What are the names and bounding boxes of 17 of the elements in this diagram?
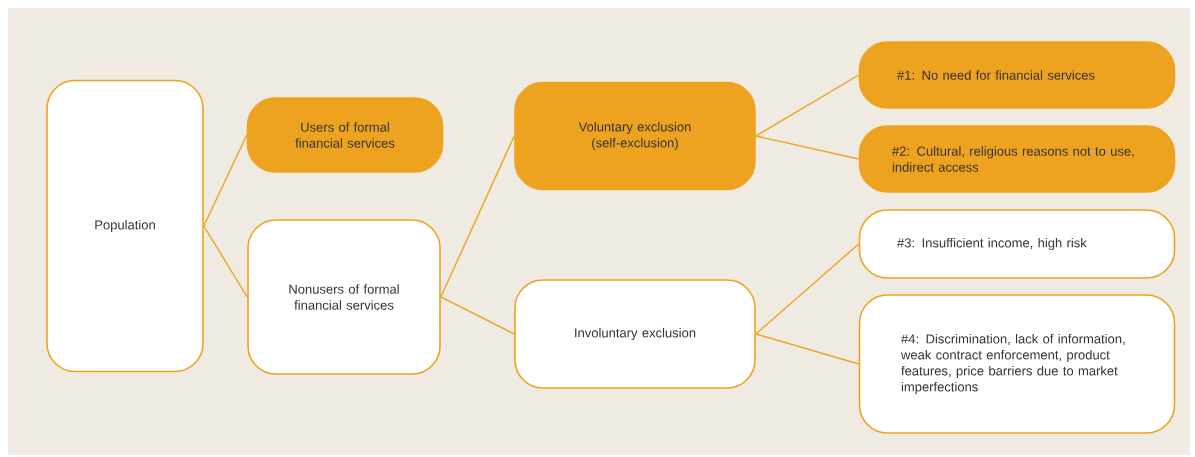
outlined-box: Involuntary exclusion [514, 279, 756, 389]
rounded-box: #1: No need for financial services [858, 41, 1176, 109]
outlined-box: Population [46, 79, 204, 373]
rounded-box: #2: Cultural, religious reasons not to use, indirect access [858, 125, 1176, 193]
connector-line [440, 296, 515, 335]
connector-line [203, 134, 248, 227]
outlined-box: #4: Discrimination, lack of information, weak contract enforcement, product features, price barriers due to market imperfections [858, 294, 1176, 434]
connector-line [755, 74, 860, 137]
outlined-box: Nonusers of formal financial services [247, 219, 441, 375]
connector-line [440, 135, 515, 298]
connector-line [755, 333, 860, 365]
connector-line [755, 243, 860, 335]
rounded-box: Voluntary exclusion (self-exclusion) [514, 81, 756, 191]
outlined-box: #3: Insufficient income, high risk [858, 209, 1176, 279]
connector-line [755, 135, 860, 160]
connector-line [203, 225, 248, 298]
rounded-box: Users of formal financial services [246, 97, 444, 173]
